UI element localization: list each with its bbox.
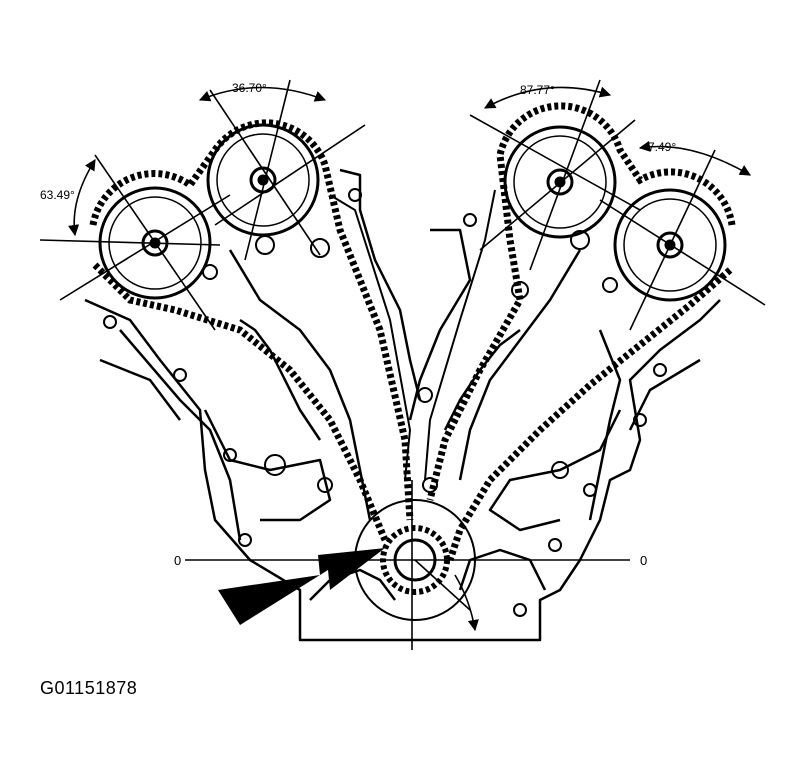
angle-label-right-outer: 7.49°	[648, 140, 676, 154]
crank-reference-right-label: 0	[640, 553, 647, 568]
camshaft-sprocket-right-outer	[613, 188, 727, 302]
angle-label-right-inner: 87.77°	[520, 83, 555, 97]
chain-guides	[329, 189, 496, 481]
figure-id: G01151878	[40, 678, 138, 698]
pointer-arrow	[218, 548, 385, 625]
engine-block-outline	[84, 168, 721, 642]
angle-label-left-outer: 63.49°	[40, 188, 75, 202]
crank-reference-left-label: 0	[174, 553, 181, 568]
angle-label-left-inner: 36.70°	[232, 81, 267, 95]
angle-dimension-arcs	[68, 86, 751, 632]
camshaft-sprocket-right-inner	[503, 125, 617, 239]
reference-lines	[39, 79, 766, 650]
timing-chain-diagram: 36.70° 63.49° 87.77° 7.49° 0 0	[39, 79, 766, 650]
bolt-holes	[103, 188, 667, 617]
